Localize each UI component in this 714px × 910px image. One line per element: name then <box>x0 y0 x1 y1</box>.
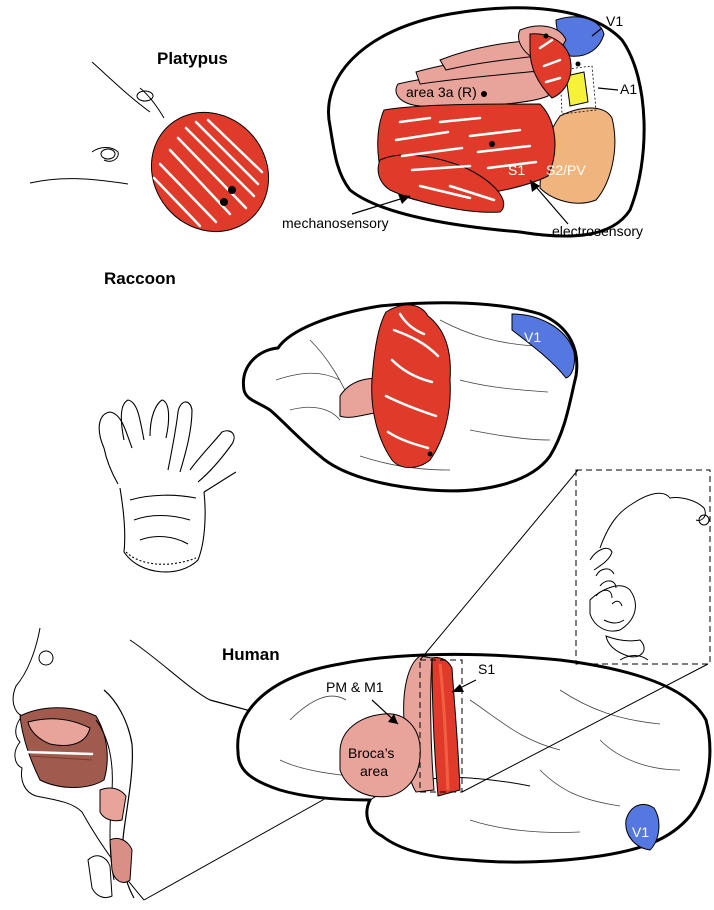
raccoon-hand-illustration <box>99 400 236 572</box>
human-broca-label-line1: Broca’s <box>348 745 394 761</box>
human-panel: Human <box>13 470 710 900</box>
human-s1-label: S1 <box>478 661 495 677</box>
human-title: Human <box>222 645 280 664</box>
human-v1-label: V1 <box>632 824 649 840</box>
homunculus-illustration <box>590 493 709 660</box>
platypus-area3a-label: area 3a (R) <box>406 84 477 100</box>
human-broca-label-line2: area <box>360 763 388 779</box>
raccoon-panel: Raccoon V1 <box>99 269 577 572</box>
platypus-title: Platypus <box>157 49 228 68</box>
human-brain: V1 PM & M1 S1 Broca’s area <box>238 654 710 862</box>
raccoon-brain: V1 <box>243 303 576 491</box>
platypus-s2pv-label: S2/PV <box>546 162 586 178</box>
platypus-mechanosensory-label: mechanosensory <box>282 215 389 231</box>
platypus-bill-illustration <box>30 62 293 255</box>
platypus-panel: Platypus <box>30 8 644 256</box>
human-pm-m1-label: PM & M1 <box>326 679 384 695</box>
platypus-brain: area 3a (R) S1 S2/PV V1 A1 mechanosensor… <box>282 8 644 239</box>
zoom-line-top <box>420 470 578 660</box>
platypus-s1-label: S1 <box>508 162 525 178</box>
human-homunculus-inset <box>576 470 710 664</box>
platypus-electrosensory-label: electrosensory <box>552 223 643 239</box>
platypus-a1-label: A1 <box>620 81 637 97</box>
raccoon-v1-label: V1 <box>524 329 541 345</box>
platypus-v1-label: V1 <box>606 13 623 29</box>
human-head-illustration <box>13 628 210 900</box>
raccoon-title: Raccoon <box>104 269 176 288</box>
